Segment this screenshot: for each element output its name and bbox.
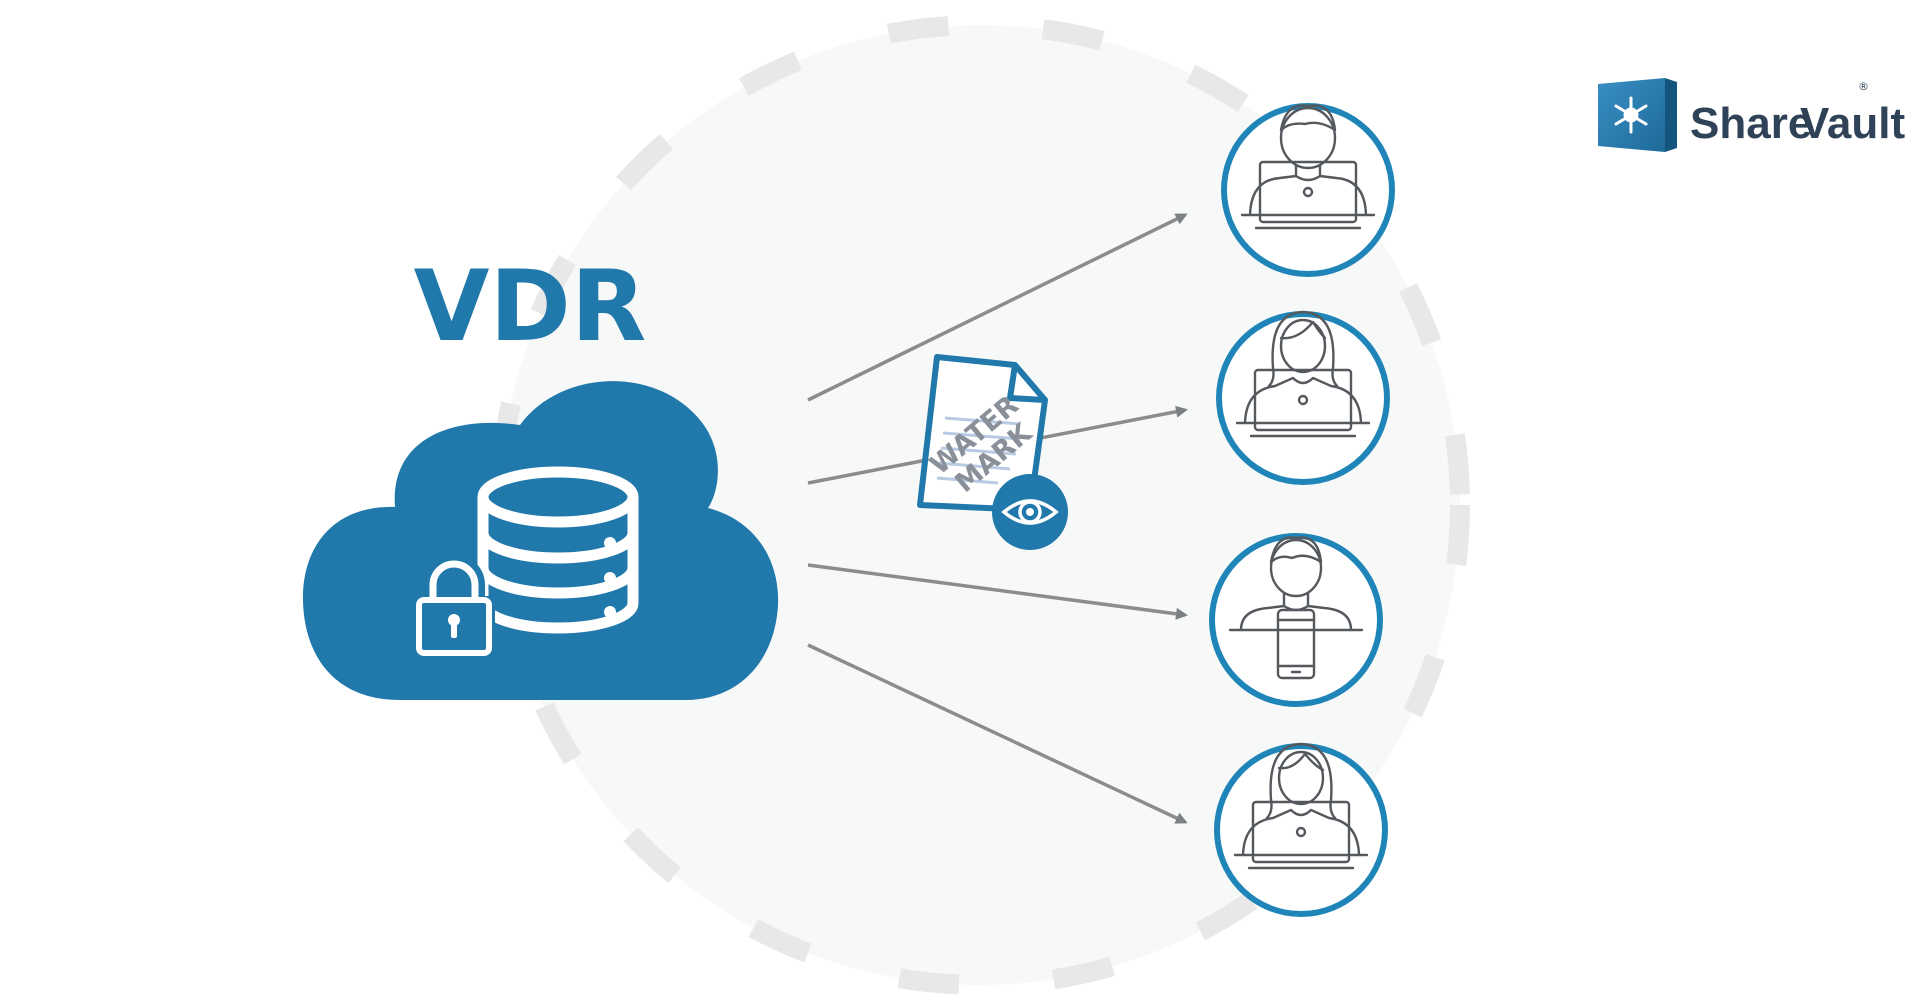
woman-laptop-icon <box>1233 742 1369 870</box>
padlock-icon <box>413 554 495 658</box>
vdr-title: VDR <box>414 250 647 364</box>
eye-icon <box>992 474 1068 550</box>
woman-laptop-icon <box>1235 310 1371 438</box>
vault-logo-icon <box>1598 78 1677 152</box>
sharevault-logo: Share Vault ® <box>1598 78 1905 152</box>
database-indicator-dots <box>604 537 616 618</box>
man-phone-icon <box>1228 536 1364 680</box>
user-1-avatar <box>1221 103 1395 277</box>
user-2-avatar <box>1216 310 1390 485</box>
man-laptop-icon <box>1240 104 1376 230</box>
logo-vault-text: Vault <box>1800 99 1905 148</box>
user-3-avatar <box>1209 533 1383 707</box>
arrow-to-user-1 <box>807 213 1188 402</box>
arrow-to-user-3 <box>807 563 1188 620</box>
logo-share-text: Share <box>1690 99 1812 148</box>
logo-registered-mark: ® <box>1858 80 1869 93</box>
user-4-avatar <box>1214 742 1388 917</box>
watermarked-document-icon: WATER MARK <box>917 354 1048 513</box>
arrow-to-user-4 <box>807 643 1188 824</box>
